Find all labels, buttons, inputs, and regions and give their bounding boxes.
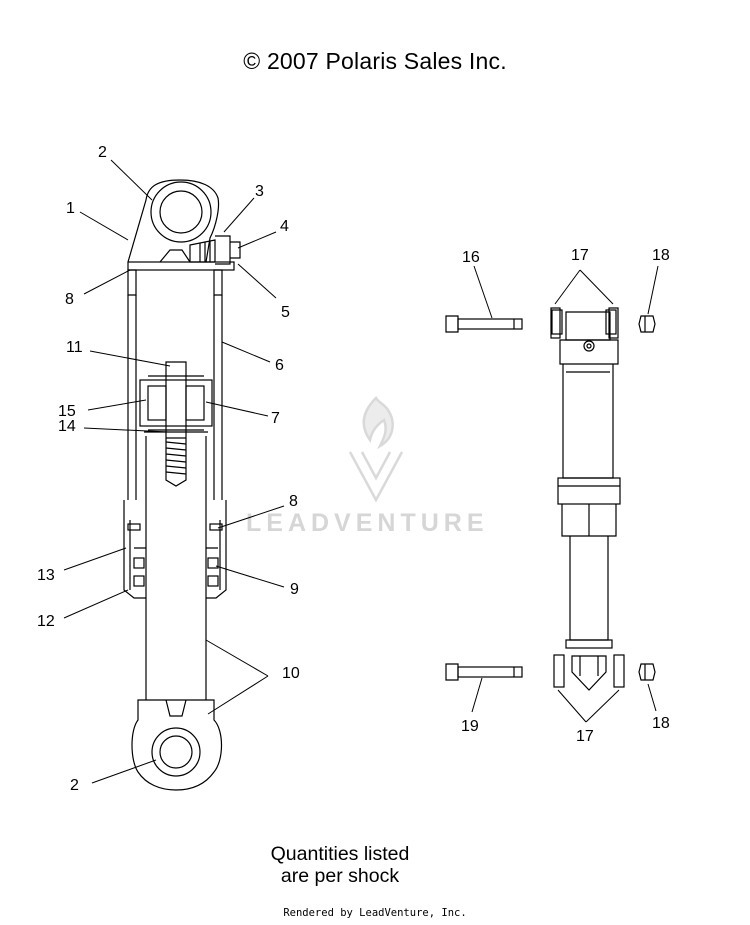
callout-9: 9: [290, 581, 299, 598]
shock-section-view: [123, 179, 241, 791]
rendered-by-footer: Rendered by LeadVenture, Inc.: [283, 907, 467, 919]
watermark-text: LEADVENTURE: [246, 509, 489, 537]
copyright-notice: © 2007 Polaris Sales Inc.: [243, 48, 507, 74]
right-leader-lines: [471, 265, 659, 723]
callout-11: 11: [66, 339, 83, 356]
callout-4: 4: [280, 218, 289, 235]
quantity-note-line-1: Quantities listed: [270, 843, 410, 865]
callout-15: 15: [58, 403, 76, 420]
callout-8-top: 8: [65, 291, 74, 308]
callout-7: 7: [271, 410, 280, 427]
callout-18-top: 18: [652, 247, 670, 264]
callout-13: 13: [37, 567, 55, 584]
callout-18-bottom: 18: [652, 715, 670, 732]
callout-2-top: 2: [98, 144, 107, 161]
quantity-note-line-2: are per shock: [280, 865, 400, 887]
callout-2-bottom: 2: [70, 777, 79, 794]
callout-6: 6: [275, 357, 284, 374]
shock-exterior-view: [445, 307, 656, 691]
leadventure-watermark: [348, 395, 404, 503]
callout-17-top: 17: [571, 247, 589, 264]
callout-14: 14: [58, 418, 76, 435]
callout-1: 1: [66, 200, 75, 217]
left-leader-lines: [63, 159, 285, 784]
callout-10: 10: [282, 665, 300, 682]
callout-3: 3: [255, 183, 264, 200]
callout-5: 5: [281, 304, 290, 321]
callout-8-mid: 8: [289, 493, 298, 510]
callout-19: 19: [461, 718, 479, 735]
callout-12: 12: [37, 613, 55, 630]
callout-17-bottom: 17: [576, 728, 594, 745]
callout-16: 16: [462, 249, 480, 266]
callout-labels: 2 1 3 4 5 8 11 6 15 7 14 8 13 9 12 10 2 …: [37, 144, 670, 794]
